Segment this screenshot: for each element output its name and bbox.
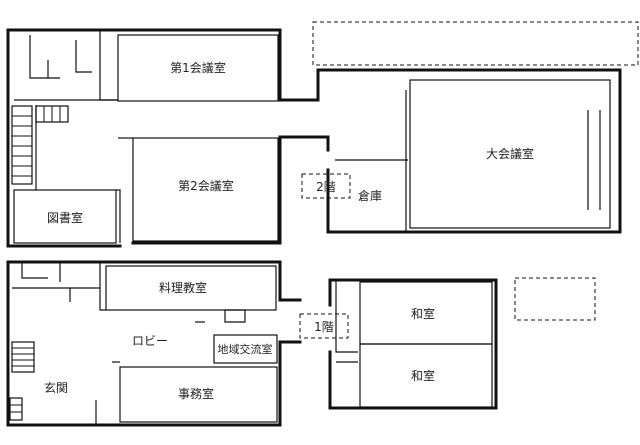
room-meeting2	[132, 137, 279, 242]
stairs-ground	[9, 341, 35, 421]
floor-label-box-1f	[299, 313, 349, 339]
floor-label-2f: 2階	[316, 179, 336, 194]
label-meeting2: 第2会議室	[178, 178, 234, 193]
label-library: 図書室	[47, 210, 83, 225]
room-community	[213, 334, 278, 364]
floor-label-1f: 1階	[314, 319, 334, 334]
room-large-hall	[409, 79, 611, 229]
label-office: 事務室	[178, 386, 214, 401]
label-lobby: ロビー	[132, 334, 168, 348]
room-office	[119, 366, 278, 423]
ground-floor: 1階 料理教室 地域交流室 事務室 和室 和室 ロビー 玄関	[6, 260, 596, 427]
room-meeting1	[117, 34, 279, 102]
room-cooking	[105, 265, 277, 311]
label-community: 地域交流室	[218, 342, 273, 356]
floor-label-box-2f	[301, 173, 351, 199]
label-cooking: 料理教室	[159, 280, 207, 295]
room-library	[13, 189, 117, 244]
dashed-area-top	[312, 21, 639, 66]
label-washitsu-top: 和室	[411, 306, 435, 321]
label-meeting1: 第1会議室	[170, 60, 226, 75]
label-entrance: 玄関	[44, 380, 68, 395]
label-large-hall: 大会議室	[486, 146, 534, 161]
dashed-area-right	[514, 277, 596, 321]
stairs-upper	[11, 105, 69, 185]
upper-floor: 2階 第1会議室 第2会議室 図書室 大会議室 倉庫	[6, 21, 639, 248]
label-washitsu-bottom: 和室	[411, 368, 435, 383]
label-storage: 倉庫	[358, 188, 382, 203]
